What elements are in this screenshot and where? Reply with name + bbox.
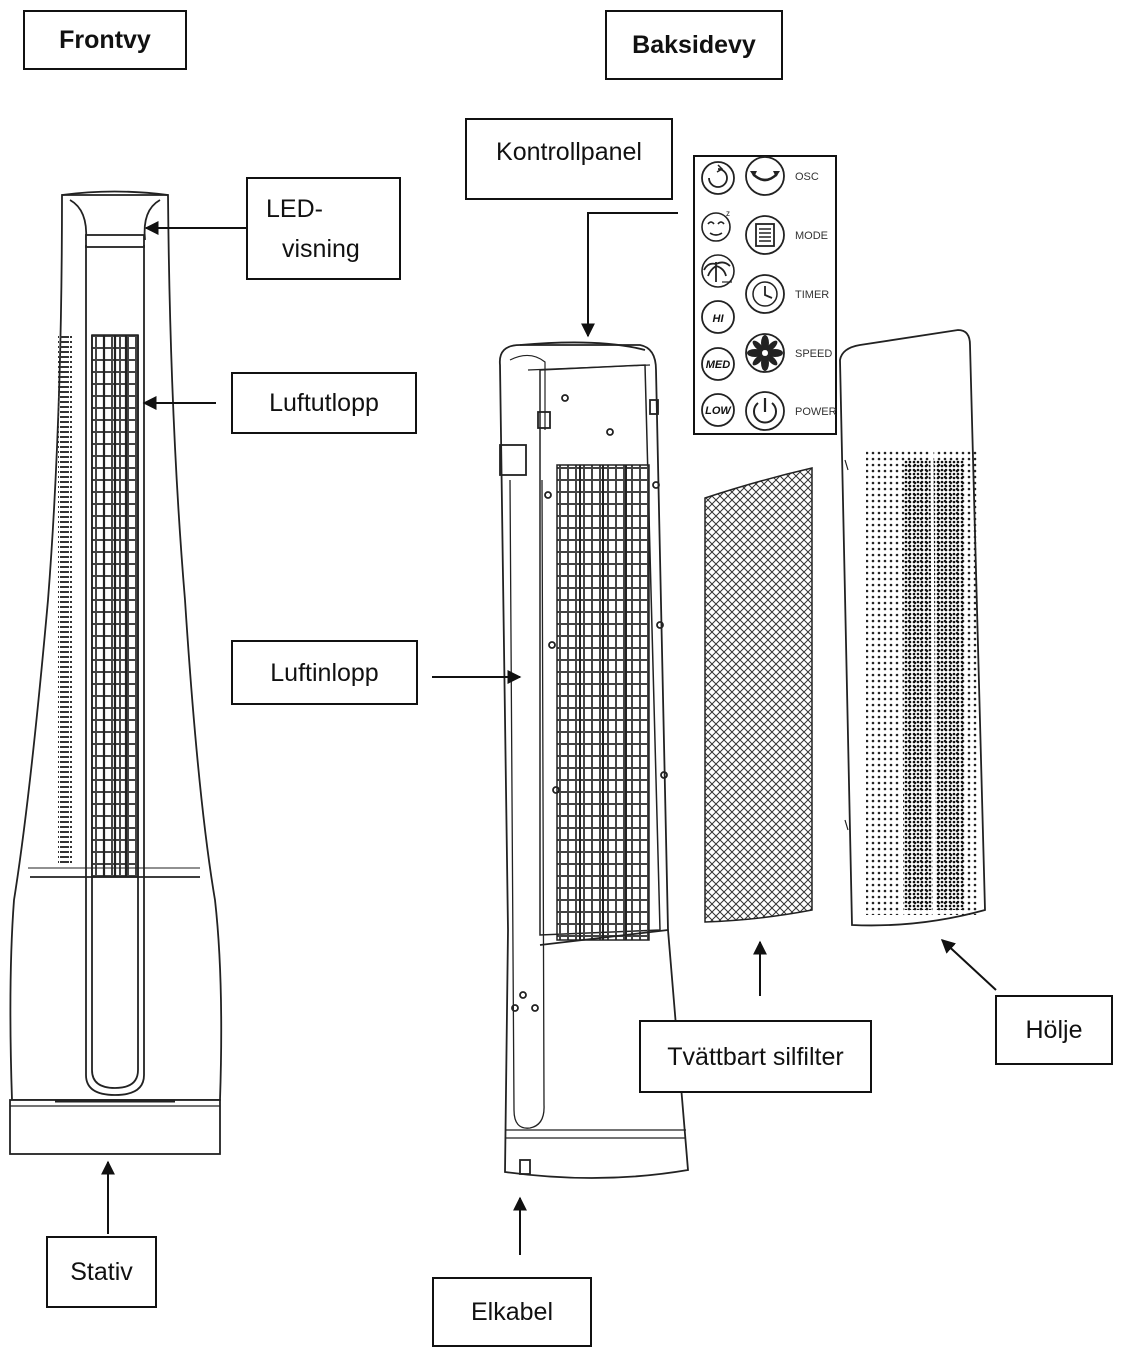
indicator-hi-label: HI — [713, 313, 725, 325]
timer-label: TIMER — [795, 289, 829, 301]
led-display-label: LED- visning — [246, 177, 401, 280]
stand-label: Stativ — [46, 1236, 157, 1308]
led-display-label-line1: LED- — [266, 194, 323, 223]
indicator-low-label: LOW — [705, 405, 732, 417]
svg-text:z: z — [726, 209, 730, 218]
indicator-med-label: MED — [706, 359, 731, 371]
control-panel-label: Kontrollpanel — [465, 118, 673, 200]
speed-button[interactable]: SPEED — [745, 333, 832, 373]
cover-label: Hölje — [995, 995, 1113, 1065]
power-label: POWER — [795, 406, 837, 418]
front-view-title: Frontvy — [23, 10, 187, 70]
back-view-title: Baksidevy — [605, 10, 783, 80]
front-view-fan — [9, 190, 223, 1155]
osc-button[interactable]: OSC — [745, 156, 819, 196]
washable-filter-drawing — [704, 467, 813, 923]
mode-label: MODE — [795, 230, 828, 242]
back-view-fan — [498, 341, 689, 1179]
cover-arrow — [940, 939, 997, 991]
timer-button[interactable]: TIMER — [745, 274, 829, 314]
mode-icon — [745, 215, 785, 255]
sleep-mode-icon: z — [701, 209, 731, 242]
air-inlet-label: Luftinlopp — [231, 640, 418, 705]
indicator-low: LOW — [701, 393, 735, 427]
indicator-hi: HI — [701, 300, 735, 334]
washable-filter-label: Tvättbart silfilter — [639, 1020, 872, 1093]
air-outlet-label: Luftutlopp — [231, 372, 417, 434]
power-cord-label: Elkabel — [432, 1277, 592, 1347]
mode-button[interactable]: MODE — [745, 215, 828, 255]
indicator-med: MED — [701, 347, 735, 381]
leader-arrows — [101, 212, 997, 1255]
oscillate-icon — [745, 156, 785, 196]
cover-drawing — [839, 329, 986, 927]
speed-label: SPEED — [795, 348, 832, 360]
control-panel-arrow — [581, 212, 678, 338]
osc-label: OSC — [795, 171, 819, 183]
led-display-label-line2: visning — [282, 234, 360, 263]
natural-wind-icon — [701, 254, 735, 288]
swing-indicator-icon — [701, 161, 735, 195]
power-button[interactable]: POWER — [745, 391, 837, 431]
